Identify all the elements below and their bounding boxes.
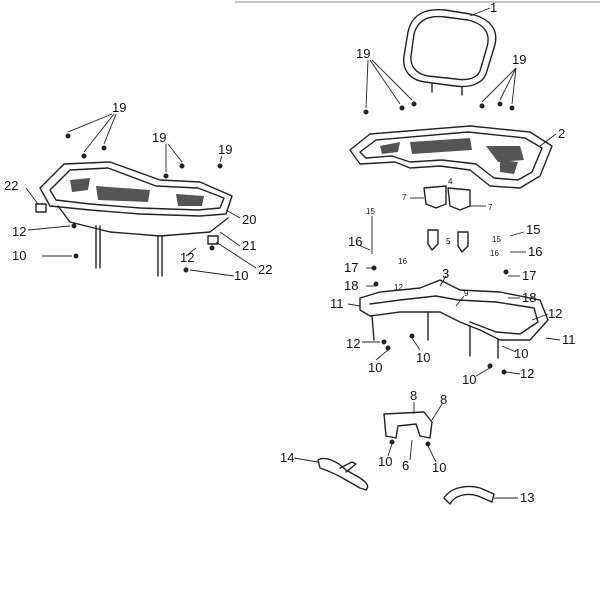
callout-12a: 12 <box>12 224 26 239</box>
callout-19e: 19 <box>218 142 232 157</box>
callout-12f: 12 <box>394 283 403 292</box>
callout-15b: 15 <box>492 235 501 244</box>
callout-11b: 11 <box>562 332 576 347</box>
left-grab-handle <box>317 457 369 491</box>
callout-10e: 10 <box>514 346 528 361</box>
callout-19b: 19 <box>512 52 526 67</box>
callout-20: 20 <box>242 212 256 227</box>
backrest-pad <box>403 8 497 96</box>
callout-11a: 11 <box>330 296 344 311</box>
hitch-bracket <box>383 411 433 439</box>
callout-15c: 15 <box>526 222 540 237</box>
callout-labels: 1 2 3 4 5 6 7 7 8 8 9 10 10 10 10 10 10 … <box>4 0 576 505</box>
callout-8b: 8 <box>440 392 447 407</box>
leader-lines <box>25 7 561 499</box>
callout-16d: 16 <box>528 244 542 259</box>
callout-17b: 17 <box>522 268 536 283</box>
callout-10c: 10 <box>368 360 382 375</box>
callout-7b: 7 <box>488 203 493 212</box>
callout-15a: 15 <box>366 207 375 216</box>
callout-19d: 19 <box>152 130 166 145</box>
callout-16b: 16 <box>398 257 407 266</box>
callout-10a: 10 <box>12 248 26 263</box>
callout-4: 4 <box>448 177 453 186</box>
callout-22b: 22 <box>258 262 272 277</box>
rack-mount-brackets <box>410 185 486 253</box>
callout-10g: 10 <box>378 454 392 469</box>
callout-19a: 19 <box>356 46 370 61</box>
front-rack <box>35 161 233 277</box>
callout-12b: 12 <box>180 250 194 265</box>
callout-13: 13 <box>520 490 534 505</box>
callout-12c: 12 <box>346 336 360 351</box>
callout-9: 9 <box>464 289 469 298</box>
rear-rack-frame <box>359 279 549 359</box>
rear-rack <box>349 125 553 189</box>
callout-18a: 18 <box>344 278 358 293</box>
callout-10d: 10 <box>416 350 430 365</box>
callout-10f: 10 <box>462 372 476 387</box>
callout-18b: 18 <box>522 290 536 305</box>
callout-21: 21 <box>242 238 256 253</box>
callout-1: 1 <box>490 0 497 15</box>
callout-17a: 17 <box>344 260 358 275</box>
callout-14: 14 <box>280 450 294 465</box>
callout-22a: 22 <box>4 178 18 193</box>
callout-10h: 10 <box>432 460 446 475</box>
callout-3: 3 <box>442 266 449 281</box>
callout-7a: 7 <box>402 193 407 202</box>
callout-2: 2 <box>558 126 565 141</box>
callout-8a: 8 <box>410 388 417 403</box>
callout-12e: 12 <box>520 366 534 381</box>
callout-16c: 16 <box>490 249 499 258</box>
callout-10b: 10 <box>234 268 248 283</box>
callout-19c: 19 <box>112 100 126 115</box>
callout-16a: 16 <box>348 234 362 249</box>
callout-12d: 12 <box>548 306 562 321</box>
right-grab-handle <box>443 485 495 505</box>
callout-6: 6 <box>402 458 409 473</box>
callout-5: 5 <box>446 237 451 246</box>
